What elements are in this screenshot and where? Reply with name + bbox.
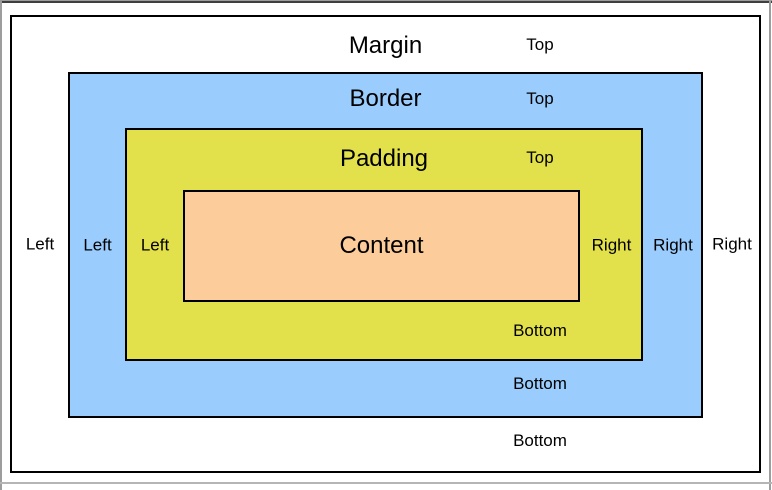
- margin-left-label: Left: [25, 234, 55, 254]
- border-top-label: Top: [526, 89, 554, 108]
- window-frame-bottom: [0, 482, 772, 484]
- content-box: Content: [183, 190, 580, 302]
- window-frame-top-light: [0, 0, 772, 1]
- padding-box: Padding Top Left Right Bottom Content: [125, 128, 643, 361]
- margin-title: Margin: [348, 32, 423, 59]
- margin-bottom-label: Bottom: [513, 431, 567, 450]
- margin-box: Margin Top Left Right Bottom Border Top …: [10, 15, 761, 473]
- window-frame-top-dark: [0, 1, 772, 3]
- margin-right-label: Right: [712, 234, 752, 254]
- border-bottom-label: Bottom: [513, 374, 567, 393]
- border-box: Border Top Left Right Bottom Padding Top…: [68, 72, 703, 418]
- margin-top-label: Top: [526, 35, 554, 54]
- border-title: Border: [349, 85, 422, 112]
- content-title: Content: [339, 232, 424, 259]
- padding-bottom-label: Bottom: [513, 321, 567, 340]
- padding-right-label: Right: [591, 235, 632, 254]
- border-right-label: Right: [653, 235, 693, 255]
- window-frame-left: [0, 0, 2, 490]
- padding-title: Padding: [339, 145, 429, 172]
- window-frame-right: [769, 0, 771, 490]
- border-left-label: Left: [83, 235, 112, 255]
- padding-top-label: Top: [526, 148, 554, 167]
- padding-left-label: Left: [140, 235, 170, 254]
